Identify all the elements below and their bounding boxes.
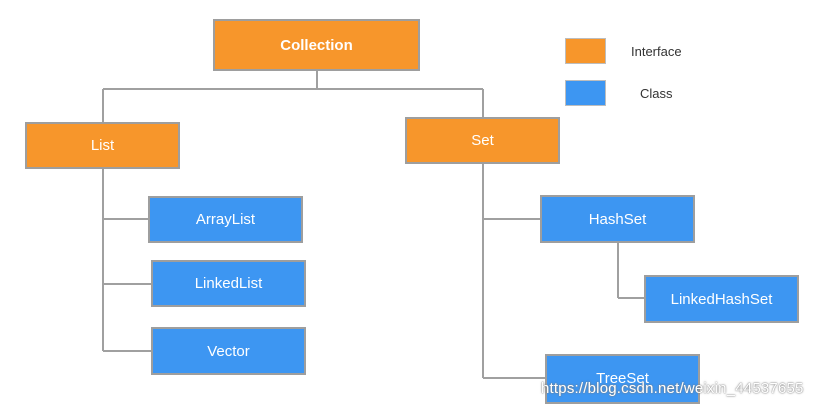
vector-node: Vector [151, 327, 306, 375]
collection-node: Collection [213, 19, 420, 71]
treeset-label: TreeSet [596, 370, 649, 387]
arraylist-node: ArrayList [148, 196, 303, 243]
list-label: List [90, 137, 115, 154]
legend-class-label: Class [640, 86, 673, 101]
legend-interface-swatch [565, 38, 606, 64]
collection-label: Collection [280, 36, 353, 54]
set-node: Set [405, 117, 560, 164]
set-label: Set [471, 132, 494, 149]
arraylist-label: ArrayList [195, 211, 256, 228]
list-node: List [25, 122, 180, 169]
vector-label: Vector [207, 342, 250, 360]
hashset-node: HashSet [540, 195, 695, 243]
linkedhashset-node: LinkedHashSet [644, 275, 799, 323]
linkedlist-node: LinkedList [151, 260, 306, 307]
linkedlist-label: LinkedList [194, 275, 263, 292]
linkedhashset-label: LinkedHashSet [670, 290, 773, 308]
legend-class-swatch [565, 80, 606, 106]
treeset-node: TreeSet [545, 354, 700, 404]
legend-interface-label: Interface [631, 44, 682, 59]
hashset-label: HashSet [588, 210, 647, 228]
watermark-text: https://blog.csdn.net/weixin_44537655 [541, 380, 804, 397]
